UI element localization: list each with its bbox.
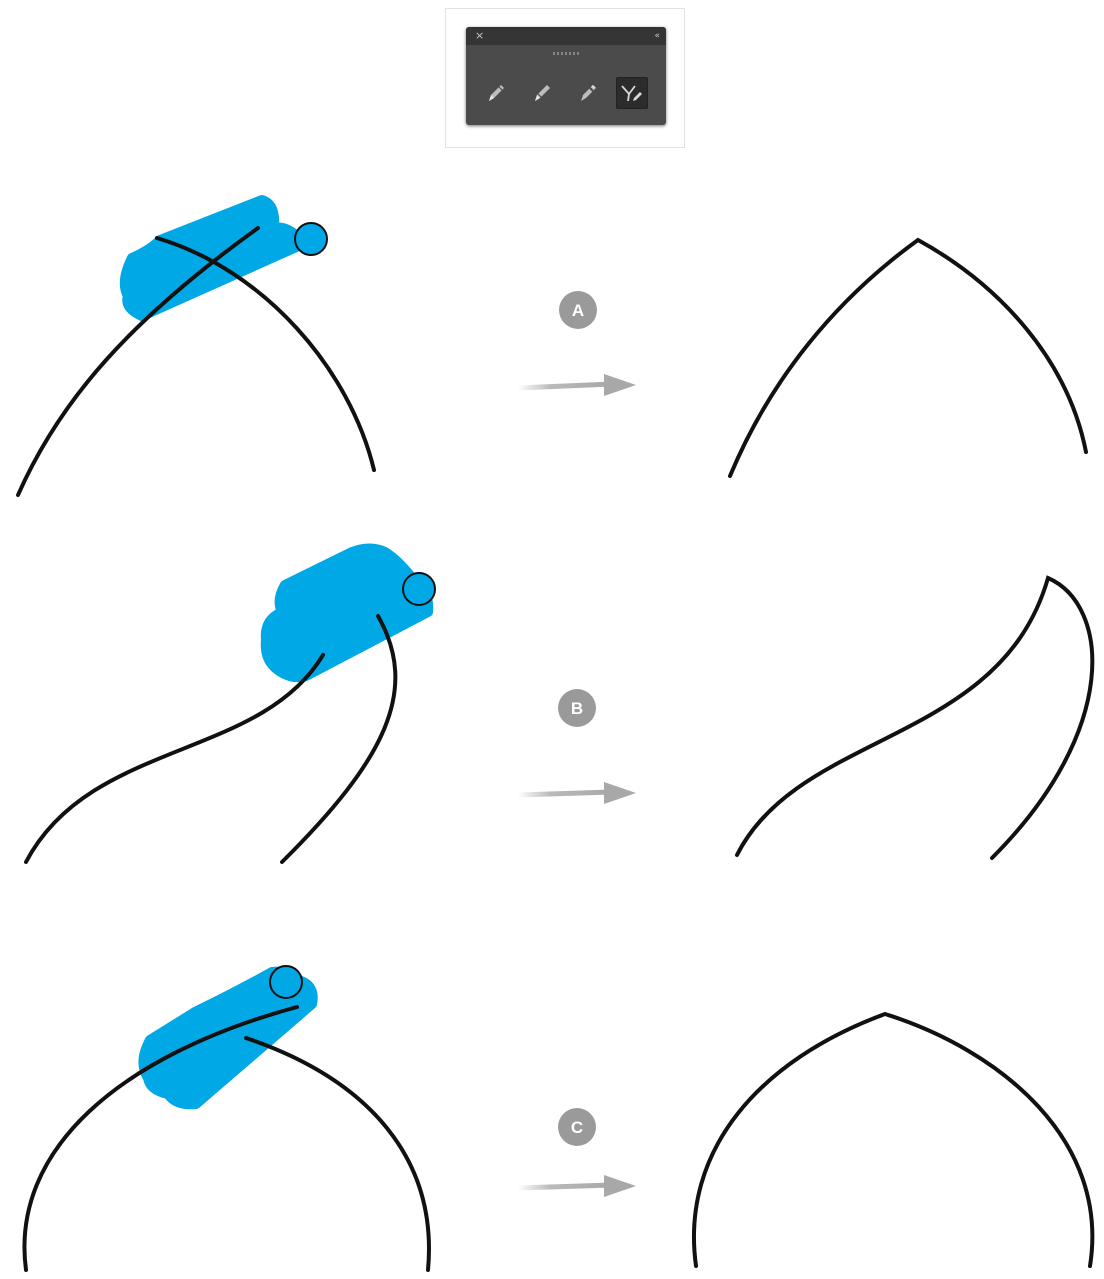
arrow-a bbox=[518, 374, 636, 396]
arrow-b bbox=[518, 782, 636, 804]
arrow-head bbox=[604, 1175, 636, 1197]
step-badge-b: B bbox=[558, 689, 596, 727]
example-c-before bbox=[24, 966, 429, 1270]
arrow-shaft bbox=[518, 1185, 612, 1188]
arrow-c bbox=[518, 1175, 636, 1197]
example-a-before bbox=[18, 200, 374, 495]
badge-label: C bbox=[571, 1118, 583, 1137]
join-brush-stroke bbox=[266, 549, 428, 678]
example-b-after bbox=[737, 578, 1092, 858]
arrow-shaft bbox=[518, 384, 612, 388]
joined-path bbox=[737, 578, 1092, 858]
arrow-shaft bbox=[518, 792, 612, 795]
brush-cursor bbox=[295, 223, 327, 255]
joined-path bbox=[694, 1014, 1092, 1266]
brush-cursor bbox=[403, 573, 435, 605]
badge-label: A bbox=[572, 301, 584, 320]
step-badge-c: C bbox=[558, 1108, 596, 1146]
arrow-head bbox=[604, 374, 636, 396]
open-path bbox=[246, 1038, 429, 1270]
joined-path bbox=[730, 240, 1086, 476]
brush-cursor bbox=[270, 966, 302, 998]
step-badge-a: A bbox=[559, 291, 597, 329]
example-a-after bbox=[730, 240, 1086, 476]
example-c-after bbox=[694, 1014, 1092, 1266]
example-b-before bbox=[26, 549, 435, 863]
open-path bbox=[26, 655, 323, 862]
arrow-head bbox=[604, 782, 636, 804]
join-brush-stroke bbox=[125, 200, 303, 316]
badge-label: B bbox=[571, 699, 583, 718]
